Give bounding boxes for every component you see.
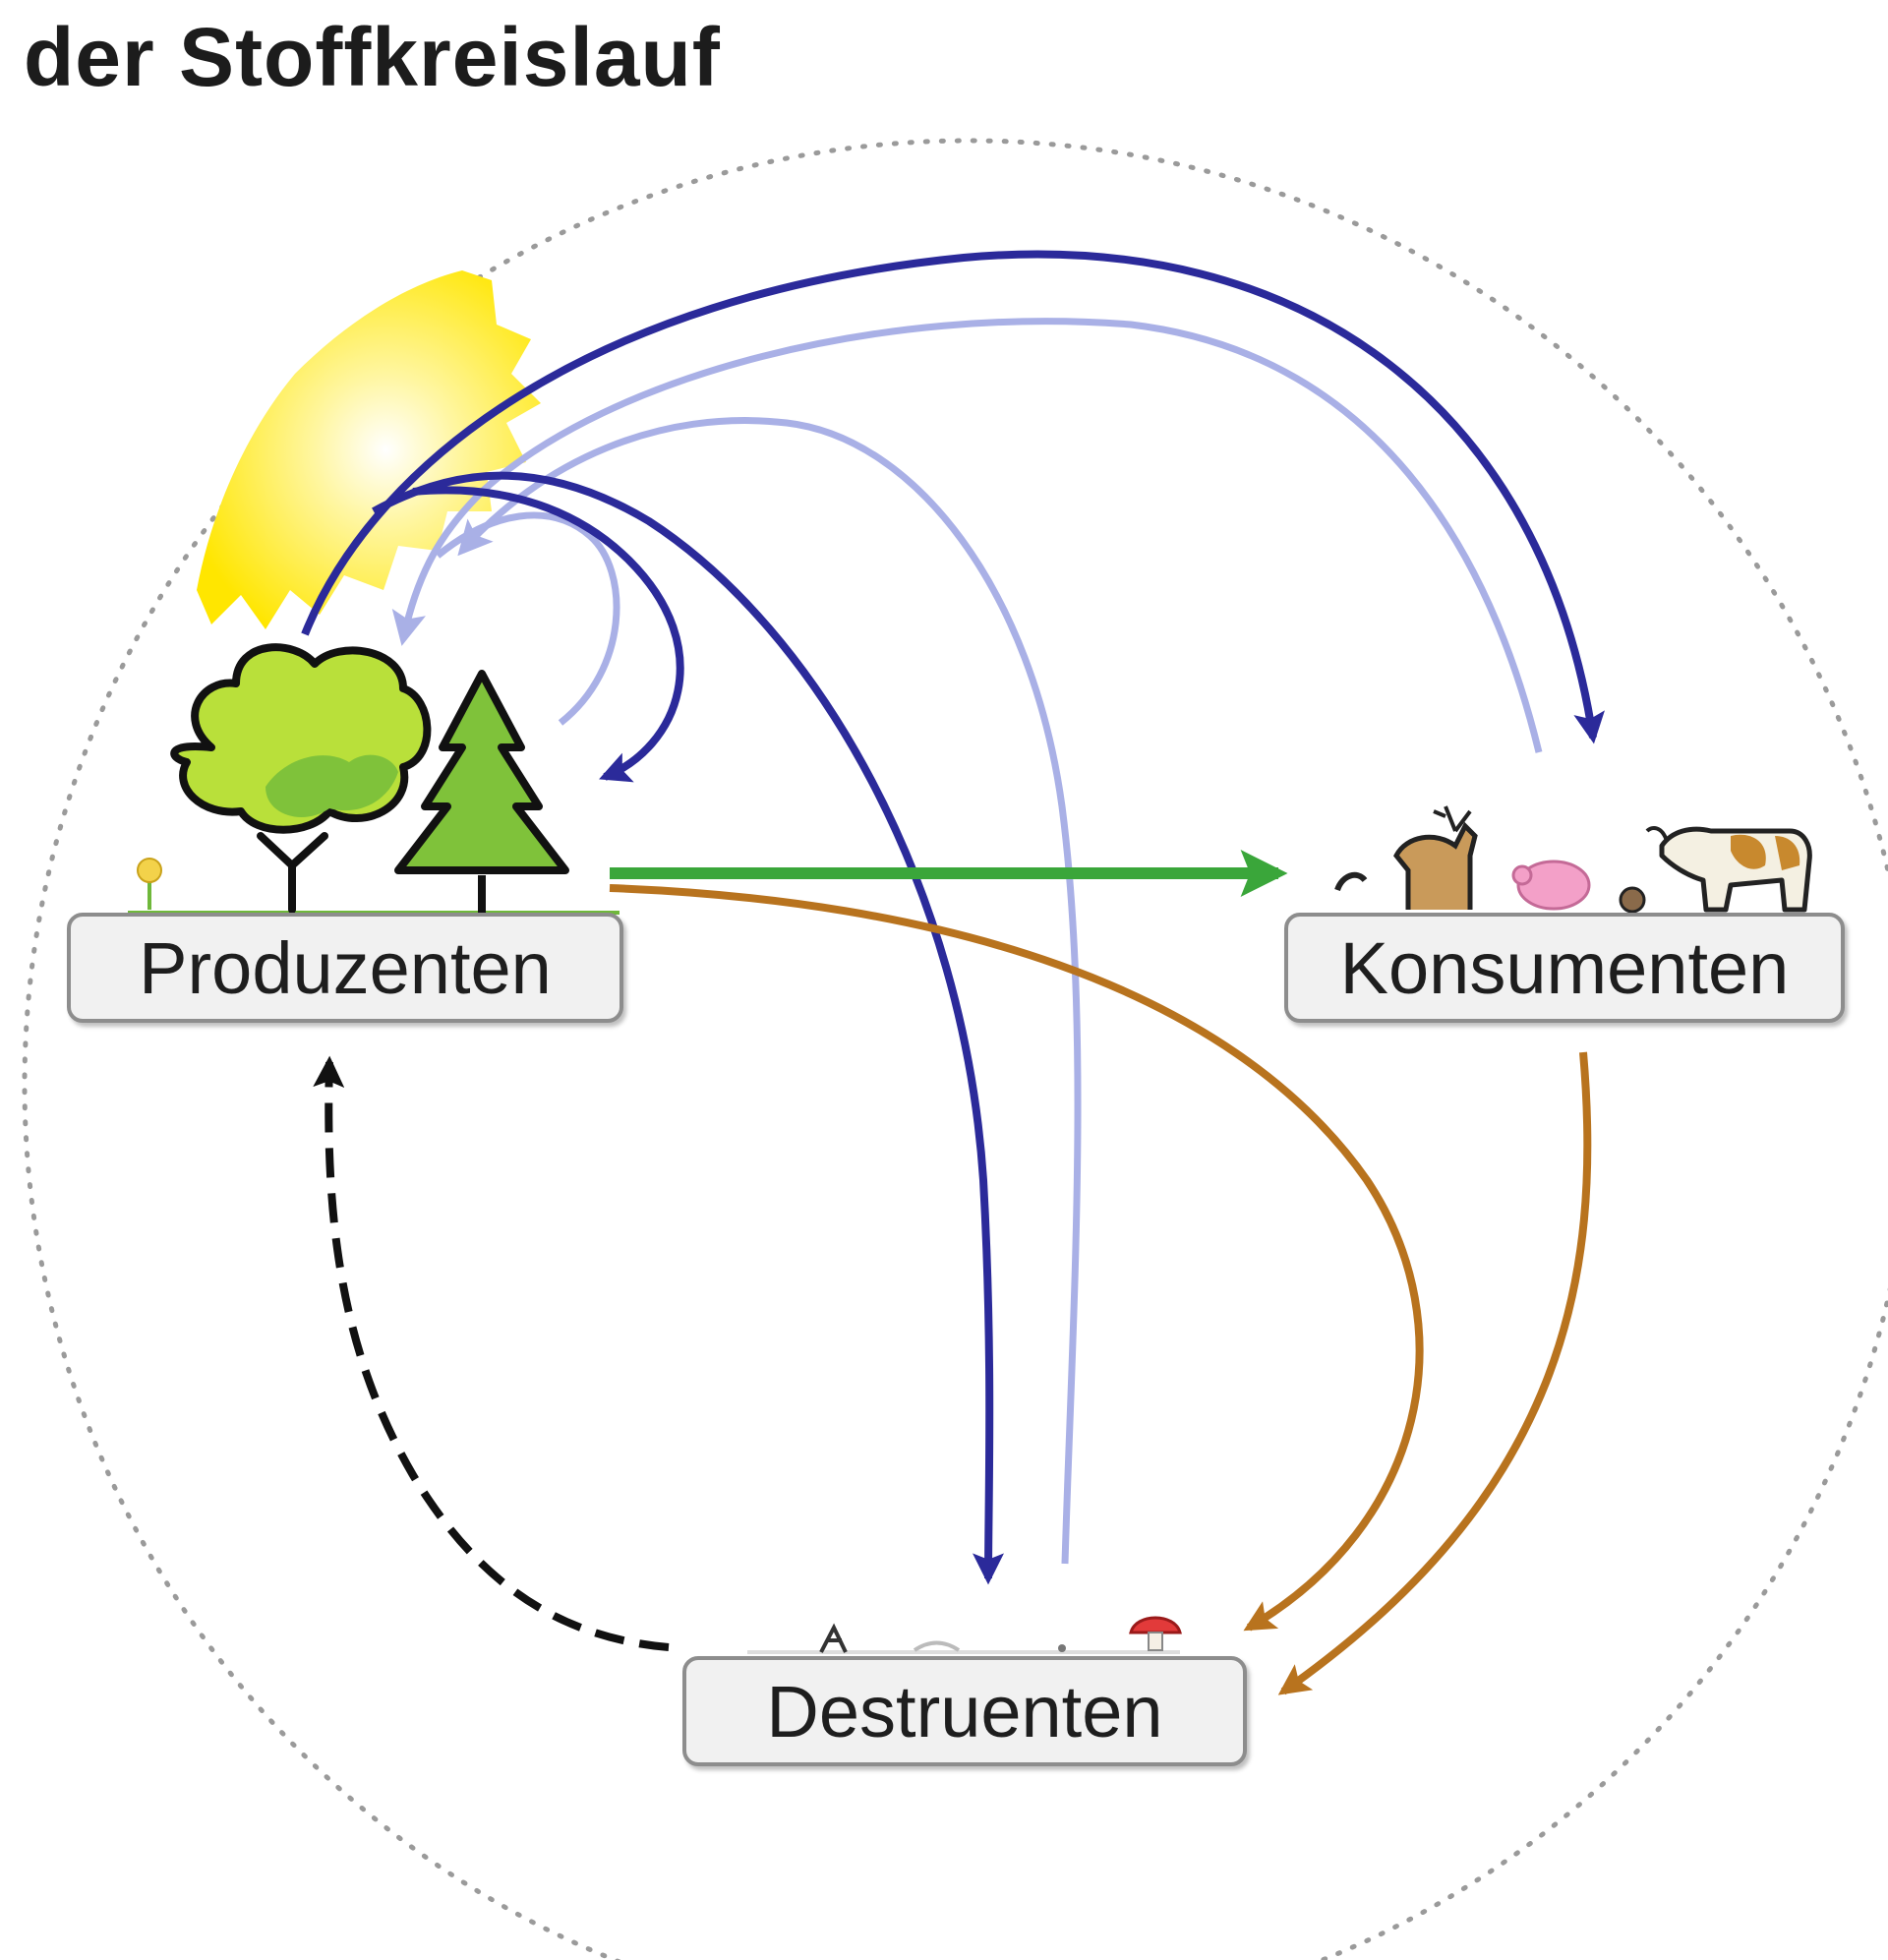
arrow-producers-self-light [435,511,620,726]
producers-illustration [128,643,620,915]
arrow-producers-to-consumers-dark [301,250,1605,744]
arrow-producers-to-decomposers-dark [372,471,1005,1585]
flower-icon [137,858,162,910]
decomposers-illustration [747,1616,1182,1654]
arrow-consumers-to-producers-light [391,318,1543,753]
producers-label: Produzenten [67,913,623,1023]
arrow-producers-self-dark [412,486,684,783]
consumers-illustration [1334,805,1812,914]
arrow-decomposers-to-producers-nutrients [313,1055,670,1651]
deciduous-tree-icon [170,643,432,914]
page-title: der Stoffkreislauf [24,11,721,103]
decomposers-label: Destruenten [682,1656,1247,1766]
cow-icon [1645,826,1812,913]
arrow-consumers-to-decomposers-brown [1277,1051,1592,1695]
arrow-decomposers-to-producers-light [457,417,1082,1565]
sun-icon [197,270,541,629]
arrow-producers-to-decomposers-brown [609,884,1424,1632]
mushroom-icon [1129,1616,1182,1651]
pig-icon [1511,860,1591,911]
pine-tree-icon [394,670,569,913]
deer-icon [1393,805,1478,910]
consumers-label: Konsumenten [1284,913,1845,1023]
